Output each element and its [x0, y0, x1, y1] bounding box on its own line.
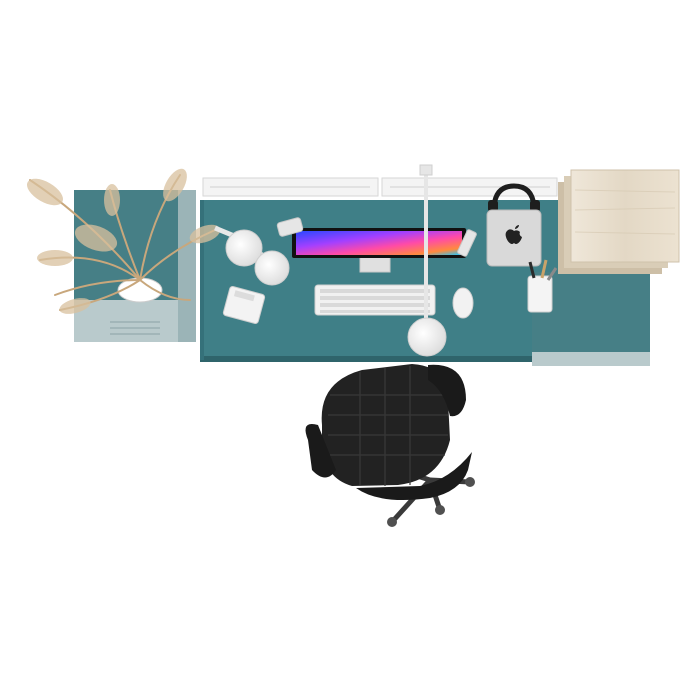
keyboard: [314, 284, 436, 316]
monitor: [276, 217, 477, 273]
right-cabinet: [532, 272, 650, 366]
pen-holder: [527, 259, 558, 313]
desk-lamp: [214, 225, 290, 286]
mini-computer: [486, 209, 542, 267]
office-chair: [305, 364, 475, 527]
wooden-side-table: [558, 169, 680, 274]
pampas-grass-plant: [26, 168, 221, 314]
left-cabinet: [74, 190, 196, 342]
apple-logo-icon: [505, 225, 522, 244]
pendant-lamp: [407, 164, 447, 357]
calculator: [222, 286, 266, 324]
headphones: [488, 183, 540, 212]
mouse: [452, 287, 474, 319]
